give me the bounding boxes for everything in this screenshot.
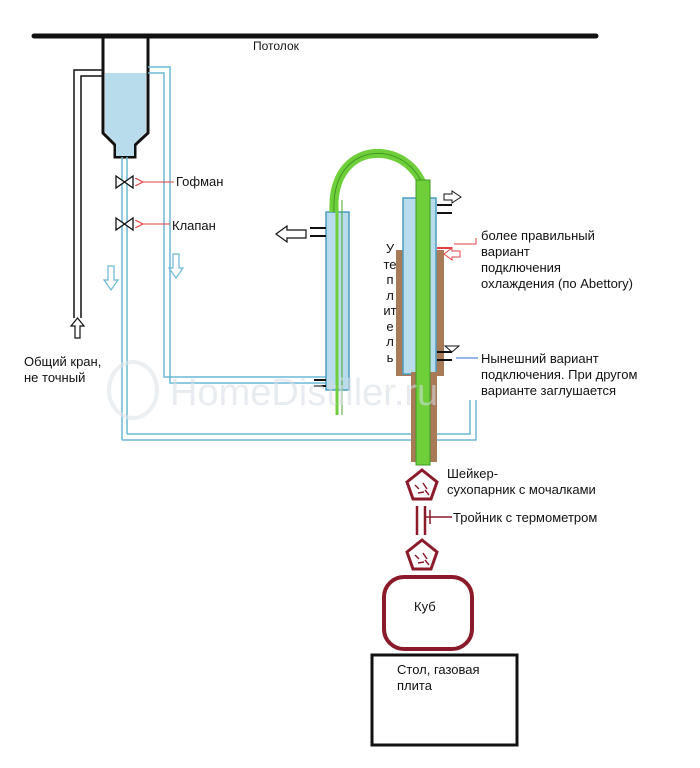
table-label: Стол, газовая плита — [397, 662, 480, 694]
outflow-arrow-left-icon — [274, 224, 307, 244]
better-variant-line: подключения — [481, 260, 561, 275]
better-variant-label: более правильный вариант подключения охл… — [481, 228, 633, 292]
valve-label: Клапан — [172, 218, 216, 233]
shaker-icon — [405, 468, 439, 501]
return-pipe — [148, 66, 326, 384]
main-tap-label-line: не точный — [24, 370, 86, 385]
main-tap-label: Общий кран, не точный — [24, 354, 101, 386]
flow-arrow-down-icon — [102, 265, 120, 292]
shaker-label-line: Шейкер- — [447, 466, 499, 481]
lower-pentagon-icon — [405, 538, 439, 571]
table-label-line: Стол, газовая — [397, 662, 480, 677]
cube-label: Куб — [414, 599, 436, 614]
tee-thermometer — [415, 506, 452, 535]
better-variant-line: охлаждения (по Abettory) — [481, 276, 633, 291]
current-inflow-arrow-icon — [443, 345, 461, 353]
better-variant-line: вариант — [481, 244, 530, 259]
table-label-line: плита — [397, 678, 432, 693]
water-tank — [101, 38, 150, 159]
main-tap-label-line: Общий кран, — [24, 354, 102, 369]
table-stove — [370, 653, 519, 747]
current-variant-line: подключения. При другом — [481, 367, 638, 382]
watermark-logo-icon — [107, 360, 159, 420]
gofman-valve-icon — [115, 174, 134, 190]
shaker-label-line: сухопарник с мочалками — [447, 482, 596, 497]
flow-arrow-down-icon — [167, 253, 185, 280]
better-inflow-arrow-icon — [443, 247, 461, 261]
tee-label: Тройник с термометром — [453, 510, 598, 525]
klapan-valve-icon — [115, 216, 134, 232]
ceiling-label: Потолок — [253, 39, 299, 53]
outflow-arrow-right-icon — [443, 190, 462, 204]
gofman-label: Гофман — [176, 174, 224, 189]
right-column — [402, 179, 452, 466]
left-condenser — [310, 200, 350, 415]
cube-pot — [382, 575, 474, 651]
better-variant-line: более правильный — [481, 228, 595, 243]
watermark-text: HomeDistiller.ru — [170, 372, 439, 414]
main-tap-pipe — [69, 69, 103, 339]
insulation-label: Утеплитель — [383, 241, 397, 365]
better-pointer — [454, 238, 477, 245]
current-variant-line: варианте заглушается — [481, 383, 617, 398]
current-variant-label: Нынешний вариант подключения. При другом… — [481, 351, 637, 399]
shaker-label: Шейкер- сухопарник с мочалками — [447, 466, 596, 498]
current-variant-line: Нынешний вариант — [481, 351, 599, 366]
